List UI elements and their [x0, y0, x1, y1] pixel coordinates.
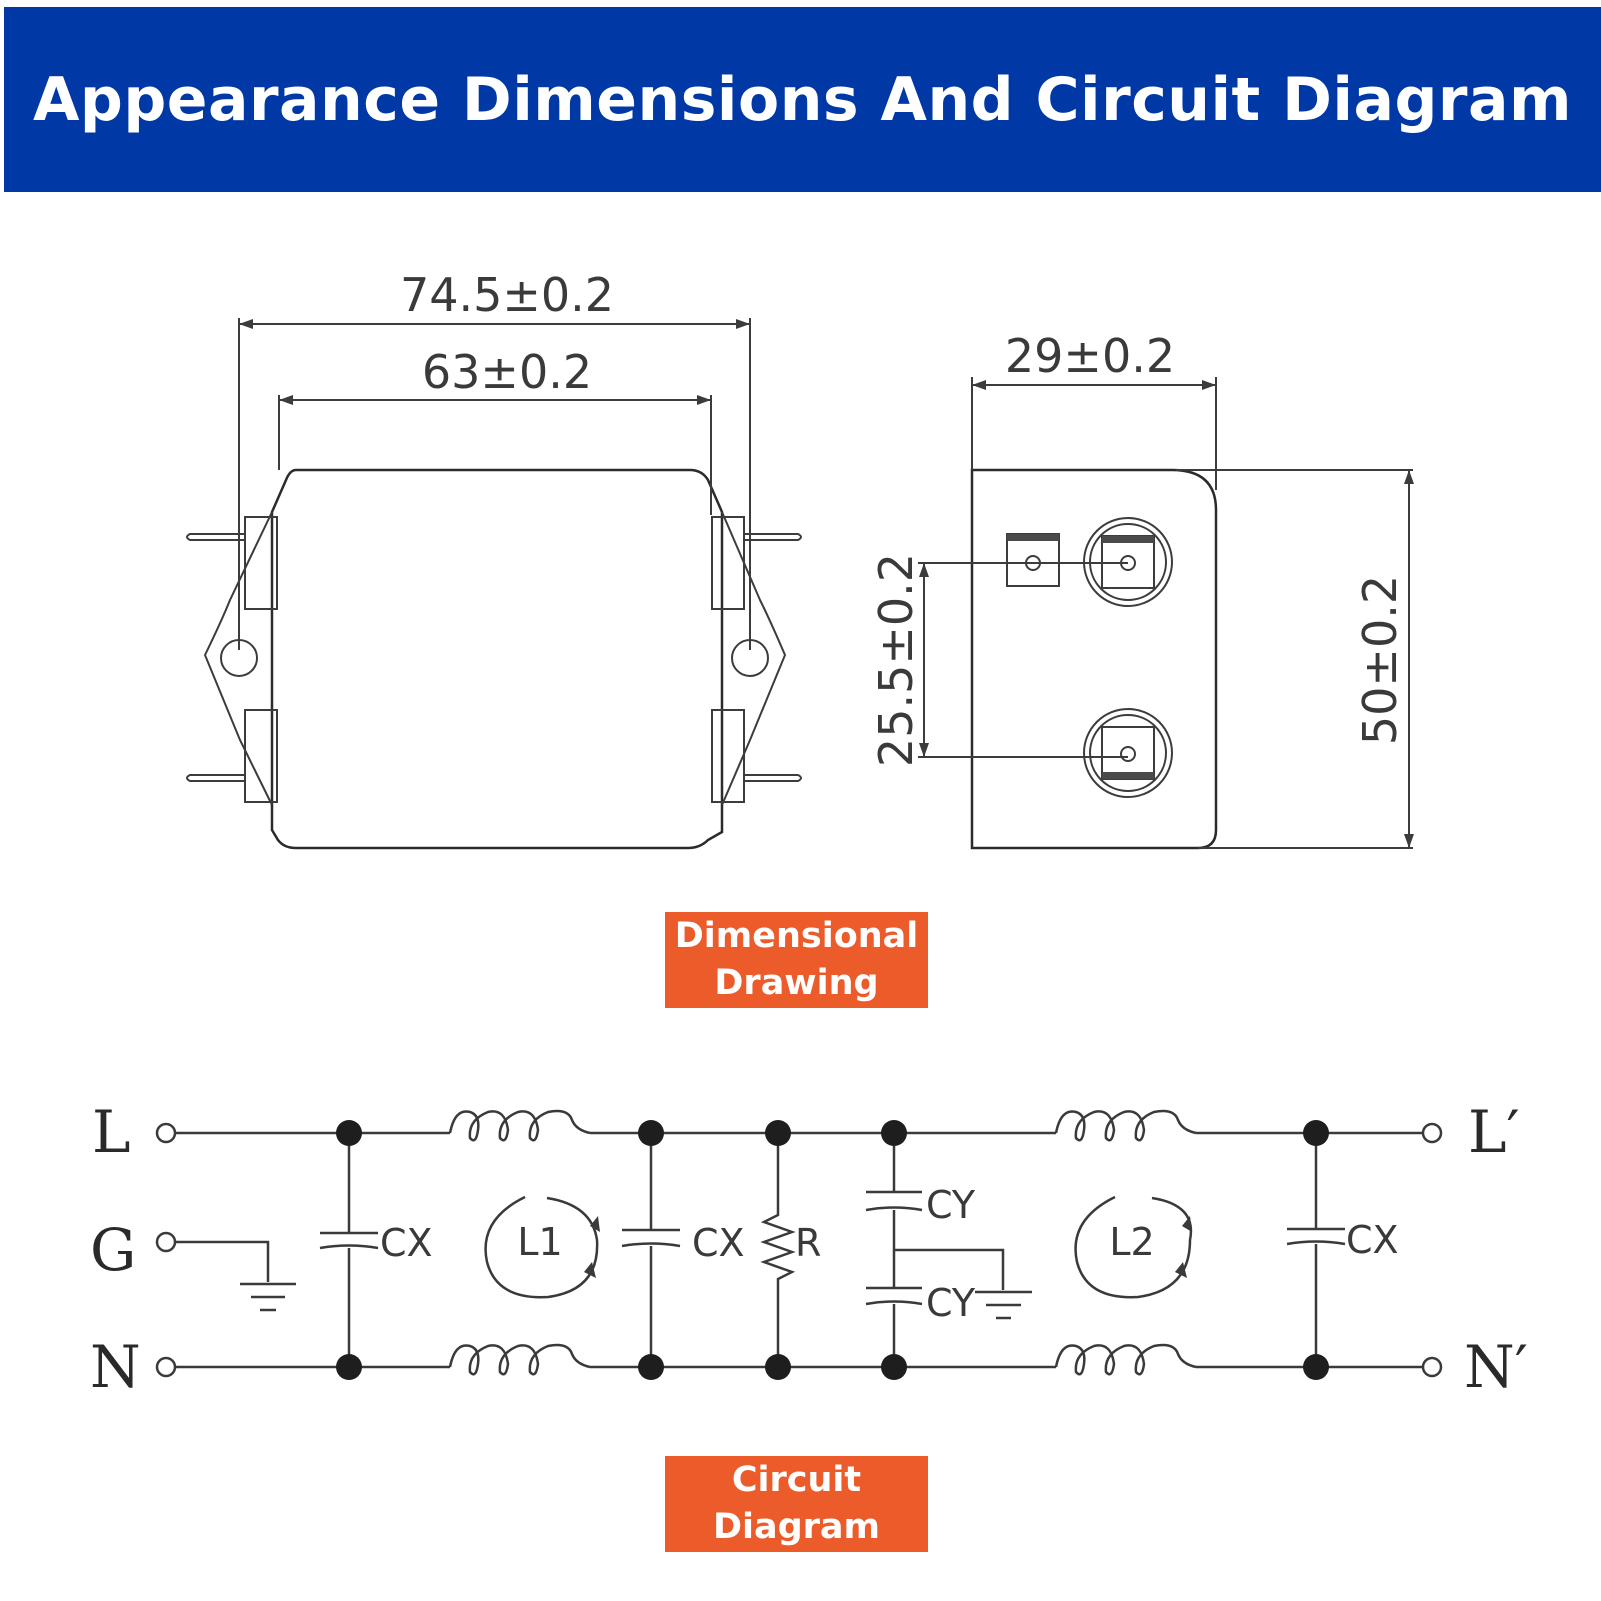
pin-bottom-right [744, 774, 802, 782]
core-loop-l1-arrows [584, 1216, 600, 1278]
input-label-g: G [90, 1216, 136, 1284]
page-header: Appearance Dimensions And Circuit Diagra… [4, 7, 1601, 192]
label-cx3: CX [1346, 1218, 1399, 1262]
output-label-l: L′ [1468, 1098, 1520, 1166]
circuit-diagram: L G N L′ N′ L1 L2 CX CX [90, 1098, 1528, 1401]
dim-depth: 29±0.2 [1005, 329, 1175, 383]
side-view: 50±0.2 29±0.2 25.5±0.2 [869, 329, 1414, 850]
label-cy-upper: CY [926, 1183, 976, 1227]
ground-terminal-top-bar [1007, 534, 1059, 541]
capacitor-cx1 [319, 1133, 379, 1367]
capacitor-cx3 [1286, 1133, 1346, 1367]
terminal-ring-lower [1083, 708, 1173, 798]
badge-dim-line1: Dimensional [674, 916, 919, 956]
terminal-bar-lower [1102, 772, 1154, 779]
front-view: 74.5±0.2 63±0.2 [186, 268, 802, 850]
g-ground-symbol [175, 1240, 296, 1312]
label-l2: L2 [1109, 1220, 1154, 1264]
junction-dots [336, 1120, 1329, 1380]
terminal-bar-upper [1102, 536, 1154, 543]
cy-ground-symbol [894, 1248, 1032, 1320]
label-r: R [795, 1221, 821, 1265]
terminal-n-in [155, 1356, 177, 1378]
side-body [970, 468, 1218, 850]
output-label-n: N′ [1464, 1333, 1528, 1401]
circuit-diagram-badge: Circuit Diagram [665, 1456, 928, 1552]
label-cx1: CX [380, 1221, 433, 1265]
pin-top-right [744, 533, 802, 541]
terminal-square-lower [1101, 726, 1155, 780]
terminal-ring-lower-inner [1089, 714, 1167, 792]
terminal-block-top-left [244, 516, 278, 610]
dimensional-drawing-badge: Dimensional Drawing [665, 912, 928, 1008]
label-l1: L1 [517, 1220, 562, 1264]
resistor-r [760, 1133, 796, 1367]
inductor-l1-lower [448, 1343, 591, 1376]
ground-terminal [1006, 533, 1060, 587]
filter-body [270, 468, 724, 850]
dim-overall-width: 74.5±0.2 [400, 268, 614, 322]
left-mounting-flange [203, 511, 273, 806]
terminal-hole-lower [1120, 746, 1136, 762]
page-title: Appearance Dimensions And Circuit Diagra… [32, 64, 1573, 135]
dim-body-width: 63±0.2 [422, 345, 592, 399]
terminal-l-in [155, 1122, 177, 1144]
badge-dim-line2: Drawing [714, 963, 879, 1003]
label-cx2: CX [692, 1221, 745, 1265]
terminal-block-top-right [711, 516, 745, 610]
input-label-n: N [90, 1333, 141, 1401]
label-cy-lower: CY [926, 1281, 976, 1325]
pin-top-left [186, 533, 245, 541]
dim-terminal-spacing: 25.5±0.2 [869, 553, 923, 767]
pin-bottom-left [186, 774, 245, 782]
input-label-l: L [92, 1098, 131, 1166]
badge-circ-line1: Circuit [731, 1460, 862, 1500]
inductor-l2-lower [1054, 1343, 1197, 1376]
inductor-l1-upper [448, 1109, 591, 1142]
capacitor-cx2 [621, 1133, 681, 1367]
terminal-g-in [155, 1231, 177, 1253]
core-loop-l2-arrows [1175, 1216, 1192, 1278]
right-mounting-flange [721, 511, 787, 806]
inductor-l2-upper [1054, 1109, 1197, 1142]
terminal-l-out [1421, 1122, 1443, 1144]
terminal-block-bottom-left [244, 709, 278, 803]
dim-height: 50±0.2 [1353, 575, 1407, 745]
terminal-block-bottom-right [711, 709, 745, 803]
terminal-n-out [1421, 1356, 1443, 1378]
badge-circ-line2: Diagram [712, 1507, 881, 1547]
